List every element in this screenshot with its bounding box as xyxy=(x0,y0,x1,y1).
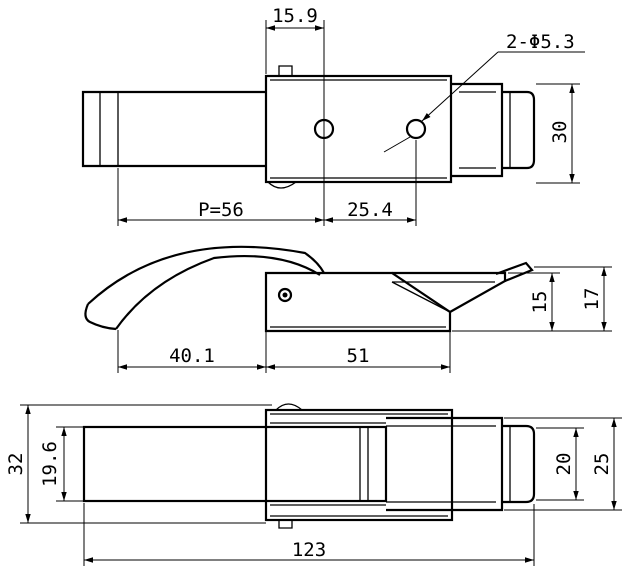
top-view: 15.9 2-Φ5.3 P=56 25.4 30 xyxy=(81,5,585,226)
dim-overall-height: 17 xyxy=(534,266,612,331)
dim-outer-width: 32 xyxy=(5,404,272,524)
dim-pitch: P=56 xyxy=(117,140,417,226)
dim-lever-length-label: 40.1 xyxy=(169,345,215,367)
dim-hole-offset: 15.9 xyxy=(265,5,325,140)
dim-keeper-inner-label: 20 xyxy=(553,453,575,476)
dim-base-height: 15 xyxy=(452,272,612,332)
dim-lever-length: 40.1 xyxy=(117,330,267,373)
dim-base-length-label: 51 xyxy=(347,345,370,367)
dim-base-height-label: 15 xyxy=(529,291,551,314)
dim-overall-length-label: 123 xyxy=(292,539,326,561)
dim-keeper-inner: 20 xyxy=(536,427,584,501)
dim-outer-width-label: 32 xyxy=(5,453,27,476)
dim-height-label: 30 xyxy=(549,121,571,144)
dim-hole-spacing: 25.4 xyxy=(324,199,416,223)
mounting-holes xyxy=(313,118,427,140)
dim-hole-spec: 2-Φ5.3 xyxy=(383,31,585,153)
bottom-view: 32 19.6 20 25 123 xyxy=(5,403,622,566)
dim-hole-spec-label: 2-Φ5.3 xyxy=(506,31,575,53)
bottom-view-outline xyxy=(82,403,536,529)
dim-keeper-outer: 25 xyxy=(504,417,622,511)
top-view-outline xyxy=(81,65,536,189)
dim-inner-width: 19.6 xyxy=(39,426,84,502)
dim-hole-spacing-label: 25.4 xyxy=(347,199,393,221)
dim-hole-offset-label: 15.9 xyxy=(272,5,318,27)
dim-inner-width-label: 19.6 xyxy=(39,441,61,487)
dim-base-length: 51 xyxy=(266,332,451,373)
dim-overall-length: 123 xyxy=(83,503,535,566)
dim-height: 30 xyxy=(536,83,580,184)
side-view-outline xyxy=(84,245,534,333)
dim-keeper-outer-label: 25 xyxy=(591,453,613,476)
dim-pitch-label: P=56 xyxy=(198,199,244,221)
dim-overall-height-label: 17 xyxy=(581,288,603,311)
side-view: 40.1 51 15 17 xyxy=(84,245,612,373)
